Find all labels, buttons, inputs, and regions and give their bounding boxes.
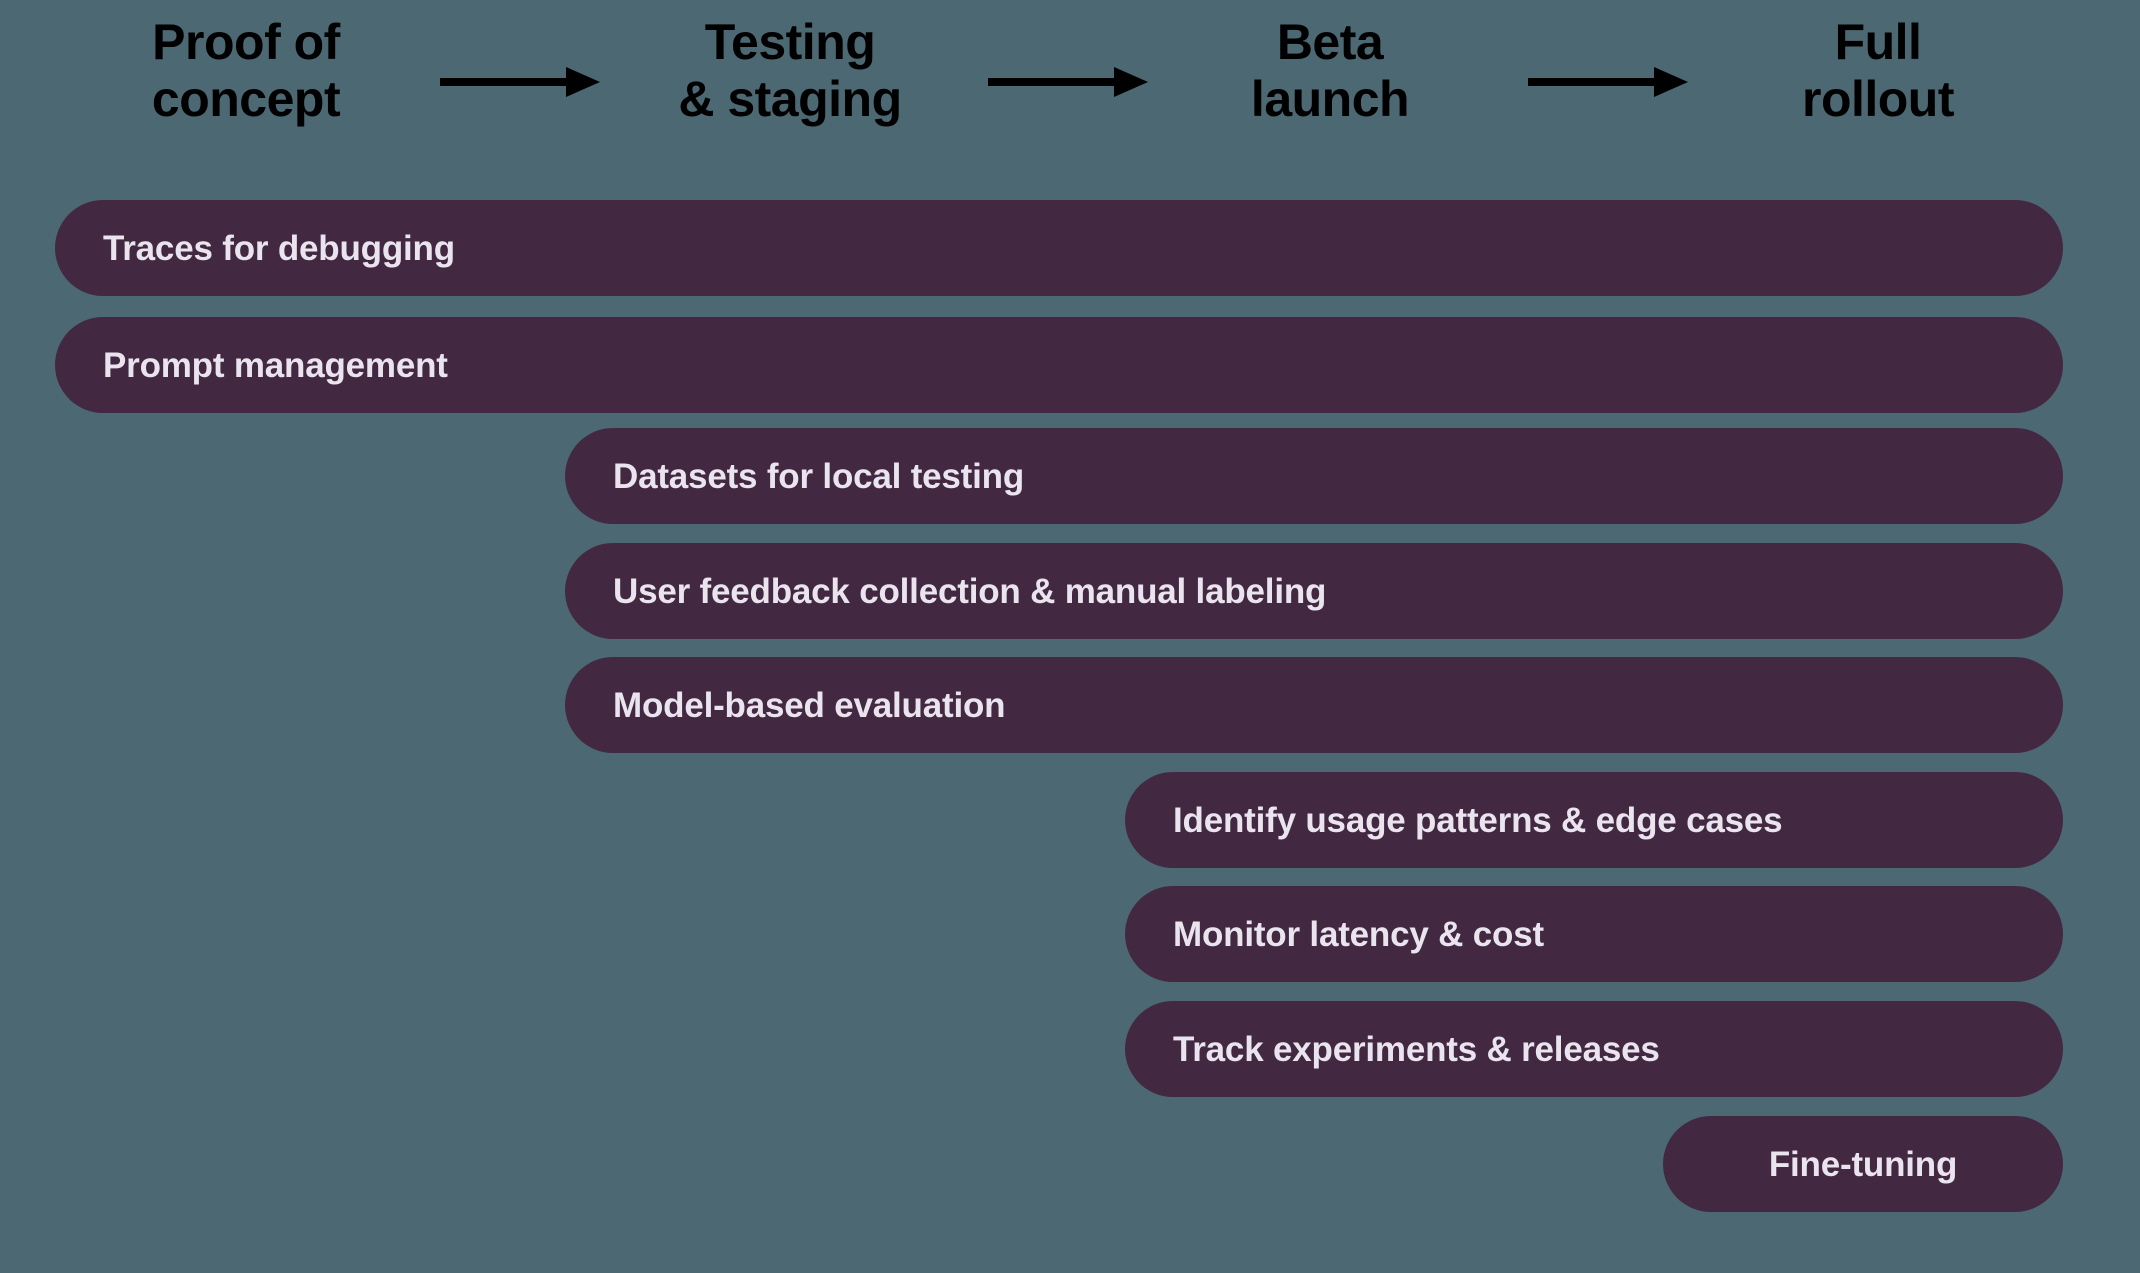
bar-user-feedback-collection: User feedback collection & manual labeli…	[565, 543, 2063, 639]
stage-label-line1: Beta	[1276, 14, 1384, 70]
stage-label-line1: Full	[1834, 14, 1922, 70]
bar-datasets-for-local-testing: Datasets for local testing	[565, 428, 2063, 524]
stage-label-line1: Proof of	[152, 14, 340, 70]
stage-label-line2: & staging	[678, 70, 902, 127]
stage-label-line2: launch	[1250, 70, 1410, 127]
stage-label-line2: rollout	[1801, 70, 1955, 127]
bar-label: Identify usage patterns & edge cases	[1173, 800, 1783, 840]
bar-fine-tuning: Fine-tuning	[1663, 1116, 2063, 1212]
arrow-right-icon	[1528, 62, 1688, 102]
stage-label-line2: concept	[151, 70, 341, 127]
bar-label: Model-based evaluation	[613, 685, 1006, 725]
bar-identify-usage-patterns: Identify usage patterns & edge cases	[1125, 772, 2063, 868]
bar-track-experiments-and-releases: Track experiments & releases	[1125, 1001, 2063, 1097]
bar-label: User feedback collection & manual labeli…	[613, 571, 1327, 611]
stage-label-testing-staging: Testing& staging	[580, 14, 1000, 127]
bar-model-based-evaluation: Model-based evaluation	[565, 657, 2063, 753]
bar-label: Datasets for local testing	[613, 456, 1025, 496]
bar-label: Fine-tuning	[1768, 1144, 1958, 1184]
bar-traces-for-debugging: Traces for debugging	[55, 200, 2063, 296]
stage-label-line1: Testing	[704, 14, 876, 70]
bar-monitor-latency-and-cost: Monitor latency & cost	[1125, 886, 2063, 982]
bar-label: Traces for debugging	[103, 228, 455, 268]
bar-label: Track experiments & releases	[1173, 1029, 1660, 1069]
bar-label: Prompt management	[103, 345, 448, 385]
bar-label: Monitor latency & cost	[1173, 914, 1544, 954]
bar-prompt-management: Prompt management	[55, 317, 2063, 413]
arrow-right-icon	[440, 62, 600, 102]
arrow-right-icon	[988, 62, 1148, 102]
